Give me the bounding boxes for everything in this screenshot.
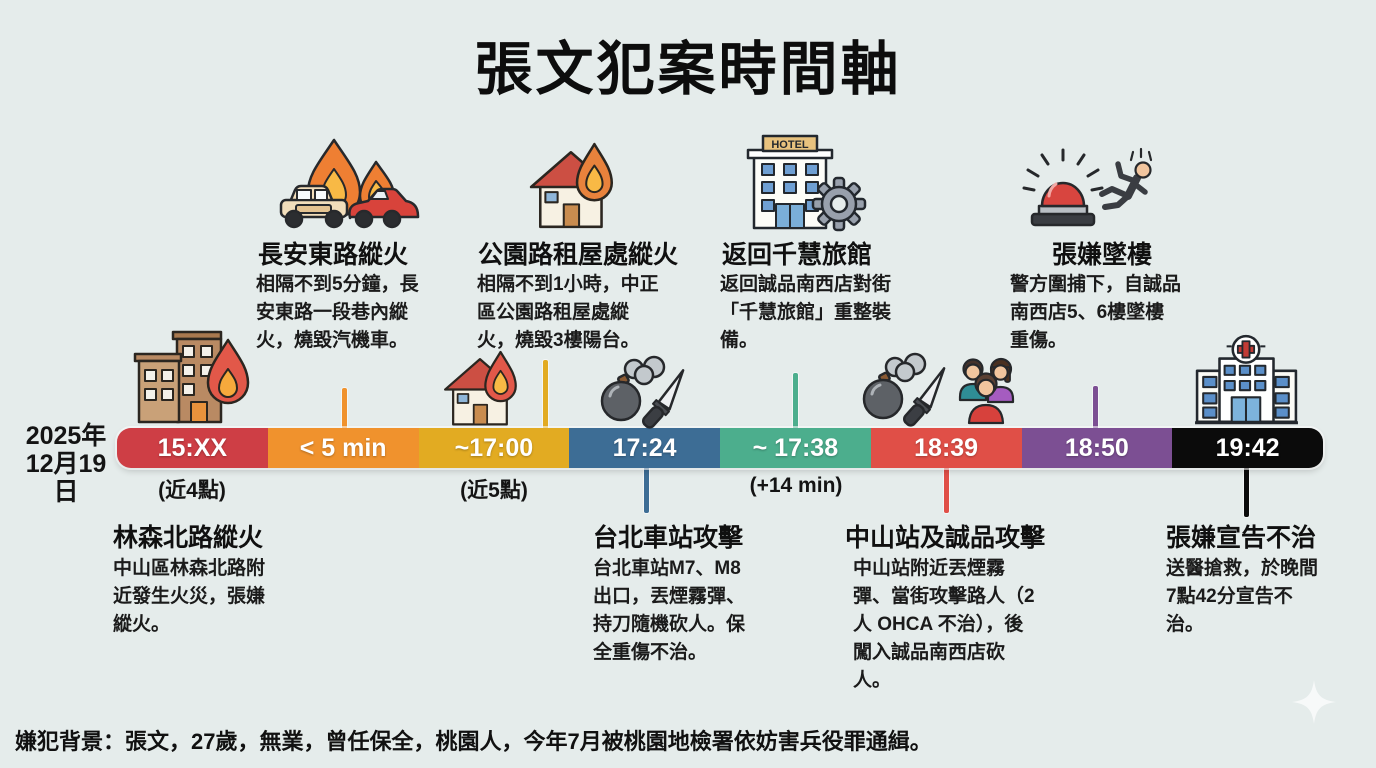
- note-near-5pm: (近5點): [460, 479, 528, 502]
- hospital-icon: [1195, 334, 1298, 425]
- note-near-4pm: (近4點): [158, 479, 226, 502]
- event-body-station-attack: 台北車站M7、M8出口，丟煙霧彈、持刀隨機砍人。保全重傷不治。: [593, 558, 746, 663]
- burning-house-small-icon: [443, 350, 517, 426]
- event-body-suspect-fall: 警方圍捕下，自誠品南西店5、6樓墜樓重傷。: [1010, 274, 1182, 351]
- event-title-changan-fire: 長安東路縱火: [258, 241, 409, 269]
- note-plus-14min: (+14 min): [749, 474, 843, 497]
- hotel-gear-icon: HOTEL: [746, 134, 867, 232]
- event-title-zhongshan-attack: 中山站及誠品攻擊: [845, 524, 1046, 552]
- segment-label: ~17:00: [454, 433, 534, 462]
- segment-1700: ~17:00: [418, 428, 570, 468]
- connector-pronounced-dead: [1244, 467, 1249, 517]
- connector-suspect-fall: [1093, 386, 1098, 429]
- connector-gongyuan-fire: [543, 360, 548, 429]
- segment-label: ~ 17:38: [752, 433, 839, 462]
- timeline-bar: 15:XX < 5 min ~17:00 17:24 ~ 17:38 18:39…: [117, 428, 1323, 468]
- event-body-changan-fire: 相隔不到5分鐘，長安東路一段巷內縱火，燒毀汽機車。: [256, 274, 419, 351]
- page-title: 張文犯案時間軸: [474, 37, 902, 102]
- segment-label: 19:42: [1215, 433, 1280, 462]
- segment-15xx: 15:XX: [117, 428, 268, 468]
- bomb-knife-people-icon: [862, 352, 1015, 427]
- siren-falling-person-icon: [1022, 147, 1153, 227]
- event-body-hotel-return: 返回誠品南西店對街「千慧旅館」重整裝備。: [720, 274, 892, 351]
- event-body-gongyuan-fire: 相隔不到1小時，中正區公園路租屋處縱火，燒毀3樓陽台。: [477, 274, 659, 351]
- event-body-zhongshan-attack: 中山站附近丟煙霧彈、當街攻擊路人（2 人 OHCA 不治），後闖入誠品南西店砍人…: [853, 558, 1035, 691]
- date-day: 12月19日: [25, 450, 107, 506]
- connector-changan-fire: [342, 388, 347, 429]
- burning-cars-icon: [279, 138, 420, 229]
- segment-1724: 17:24: [569, 428, 720, 468]
- date-label: 2025年 12月19日: [14, 422, 118, 506]
- connector-station-attack: [644, 467, 649, 513]
- hotel-sign-text: HOTEL: [771, 139, 809, 151]
- event-title-suspect-fall: 張嫌墜樓: [1051, 241, 1152, 269]
- suspect-background-text: 嫌犯背景：張文，27歲，無業，曾任保全，桃園人，今年7月被桃園地檢署依妨害兵役罪…: [15, 729, 932, 754]
- segment-1942: 19:42: [1172, 428, 1323, 468]
- event-title-linsen-fire: 林森北路縱火: [113, 524, 264, 552]
- event-title-hotel-return: 返回千慧旅館: [722, 241, 873, 269]
- date-year: 2025年: [25, 422, 107, 450]
- segment-label: 15:XX: [157, 433, 228, 462]
- segment-label: 17:24: [612, 433, 677, 462]
- event-title-gongyuan-fire: 公園路租屋處縱火: [478, 241, 679, 269]
- event-title-station-attack: 台北車站攻擊: [593, 524, 744, 552]
- segment-1839: 18:39: [870, 428, 1022, 468]
- segment-label: 18:50: [1064, 433, 1129, 462]
- event-body-linsen-fire: 中山區林森北路附近發生火災，張嫌縱火。: [113, 558, 266, 635]
- segment-1850: 18:50: [1021, 428, 1173, 468]
- segment-label: 18:39: [914, 433, 979, 462]
- segment-1738: ~ 17:38: [720, 428, 871, 468]
- sparkle-icon: [1292, 680, 1336, 724]
- segment-5min: < 5 min: [267, 428, 419, 468]
- event-body-pronounced-dead: 送醫搶救，於晚間7點42分宣告不治。: [1166, 558, 1319, 635]
- burning-house-icon: [529, 142, 614, 229]
- connector-hotel-return: [793, 373, 798, 429]
- connector-zhongshan-attack: [944, 467, 949, 513]
- bomb-knife-icon: [600, 355, 685, 429]
- burning-building-icon: [133, 330, 250, 424]
- event-title-pronounced-dead: 張嫌宣告不治: [1166, 524, 1317, 552]
- segment-label: < 5 min: [299, 433, 387, 462]
